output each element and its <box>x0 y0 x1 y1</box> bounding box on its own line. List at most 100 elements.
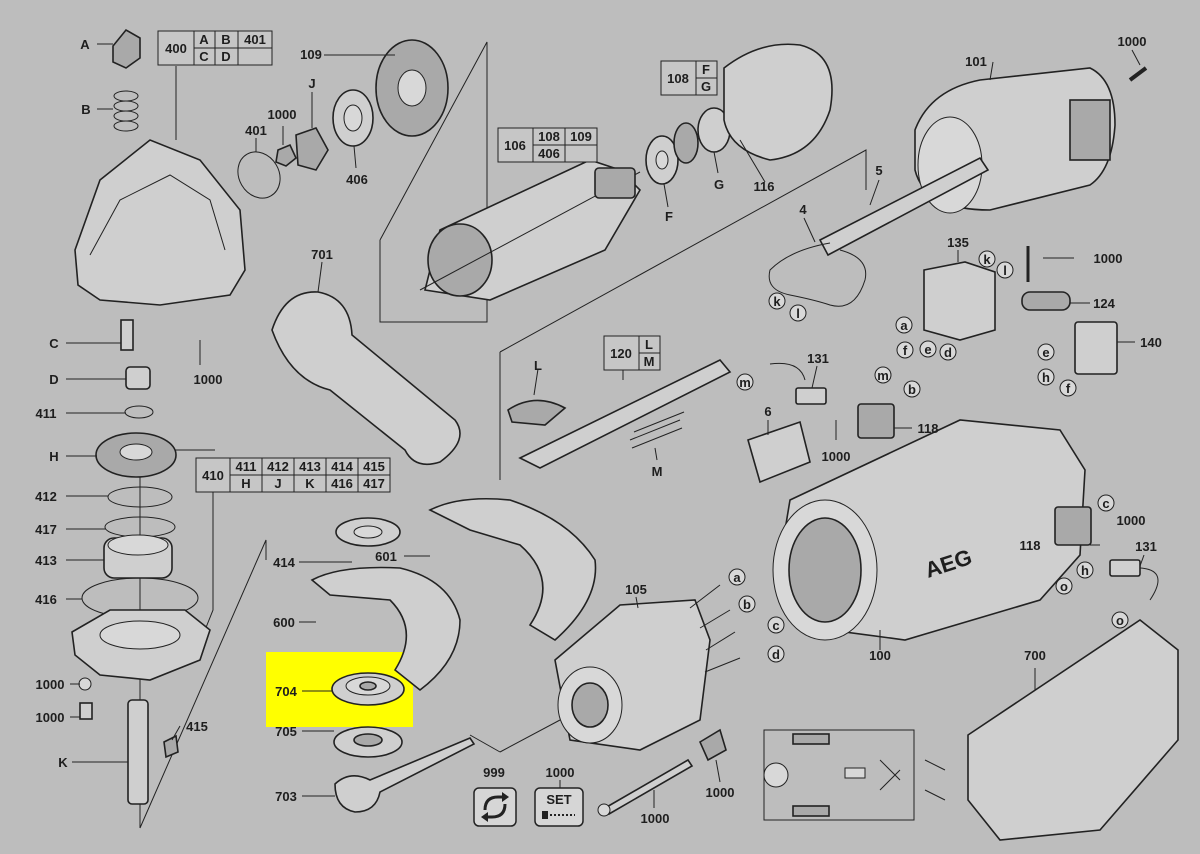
svg-text:b: b <box>743 597 751 612</box>
marker-d2: d <box>767 645 785 663</box>
part-131 <box>795 387 827 405</box>
label-6: 6 <box>764 404 771 419</box>
leader-lines <box>66 43 1145 808</box>
svg-text:l: l <box>796 306 800 321</box>
label-124: 124 <box>1093 296 1115 311</box>
label-417: 417 <box>35 522 57 537</box>
label-406: 406 <box>346 172 368 187</box>
part-415 <box>163 734 179 759</box>
label-131-a: 131 <box>807 351 829 366</box>
label-416: 416 <box>35 592 57 607</box>
part-109 <box>375 39 449 137</box>
label-105: 105 <box>625 582 647 597</box>
svg-text:m: m <box>877 368 889 383</box>
label-140: 140 <box>1140 335 1162 350</box>
svg-text:c: c <box>1102 496 1109 511</box>
svg-text:o: o <box>1060 579 1068 594</box>
label-412: 412 <box>35 489 57 504</box>
label-414: 414 <box>273 555 295 570</box>
marker-e1: e <box>919 340 937 358</box>
svg-text:J: J <box>274 476 281 491</box>
part-1000-screw <box>79 702 93 720</box>
callout-labels: A B C D 411 H 412 417 413 416 1000 1000 … <box>35 34 1162 826</box>
label-131-b: 131 <box>1135 539 1157 554</box>
label-704: 704 <box>275 684 297 699</box>
svg-text:f: f <box>1066 381 1071 396</box>
label-5: 5 <box>875 163 882 178</box>
label-999: 999 <box>483 765 505 780</box>
part-600 <box>310 566 461 692</box>
svg-text:G: G <box>701 79 711 94</box>
svg-text:109: 109 <box>570 129 592 144</box>
svg-text:o: o <box>1116 613 1124 628</box>
label-601: 601 <box>375 549 397 564</box>
refresh-icon <box>473 787 517 827</box>
label-1000-a: 1000 <box>36 677 65 692</box>
part-705 <box>333 726 403 758</box>
part-400-housing <box>74 139 246 306</box>
part-601 <box>428 497 597 641</box>
marker-h2: h <box>1076 561 1094 579</box>
svg-text:L: L <box>645 337 653 352</box>
svg-text:B: B <box>221 32 230 47</box>
marker-a1: a <box>895 316 913 334</box>
svg-text:SET: SET <box>546 792 571 807</box>
label-1000-f: 1000 <box>1094 251 1123 266</box>
label-700: 700 <box>1024 648 1046 663</box>
label-600: 600 <box>273 615 295 630</box>
svg-text:m: m <box>739 375 751 390</box>
label-1000-e: 1000 <box>1118 34 1147 49</box>
label-M: M <box>652 464 663 479</box>
label-1000-j: 1000 <box>641 811 670 826</box>
label-1000-c: 1000 <box>194 372 223 387</box>
part-C <box>120 319 134 351</box>
table-400: 400 A B 401 C D <box>157 30 273 66</box>
part-1000-screw-top <box>1128 66 1148 82</box>
part-118 <box>857 403 895 439</box>
svg-text:d: d <box>772 647 780 662</box>
part-701 <box>271 291 461 466</box>
label-4: 4 <box>799 202 807 217</box>
svg-text:400: 400 <box>165 41 187 56</box>
svg-text:b: b <box>908 382 916 397</box>
marker-d1: d <box>939 343 957 361</box>
table-108: 108 F G <box>660 60 718 96</box>
part-D <box>125 366 151 390</box>
svg-text:412: 412 <box>267 459 289 474</box>
table-410: 410 411 412 413 414 415 H J K 416 417 <box>195 457 391 493</box>
label-401: 401 <box>245 123 267 138</box>
part-1000-washer <box>78 677 92 691</box>
svg-text:120: 120 <box>610 346 632 361</box>
svg-text:416: 416 <box>331 476 353 491</box>
marker-f1: f <box>896 341 914 359</box>
label-703: 703 <box>275 789 297 804</box>
svg-text:f: f <box>903 343 908 358</box>
svg-text:k: k <box>983 252 991 267</box>
part-401 <box>237 151 281 199</box>
svg-text:411: 411 <box>236 459 257 474</box>
svg-text:M: M <box>644 354 655 369</box>
svg-text:h: h <box>1042 370 1050 385</box>
group-lines <box>139 41 867 829</box>
label-G: G <box>714 177 724 192</box>
svg-text:d: d <box>944 345 952 360</box>
part-412 <box>107 486 173 508</box>
part-120 <box>518 359 732 469</box>
svg-text:413: 413 <box>299 459 321 474</box>
table-120: 120 L M <box>603 335 661 371</box>
svg-text:e: e <box>924 342 931 357</box>
label-1000-h: 1000 <box>1117 513 1146 528</box>
part-411 <box>124 405 154 419</box>
part-140 <box>1074 321 1118 375</box>
label-135: 135 <box>947 235 969 250</box>
part-5 <box>818 156 990 257</box>
part-6 <box>747 420 811 484</box>
marker-l2: l <box>789 304 807 322</box>
svg-text:C: C <box>199 49 209 64</box>
part-1000-clip <box>698 728 727 762</box>
label-B: B <box>81 102 90 117</box>
label-C: C <box>49 336 59 351</box>
marker-m2: m <box>874 366 892 384</box>
